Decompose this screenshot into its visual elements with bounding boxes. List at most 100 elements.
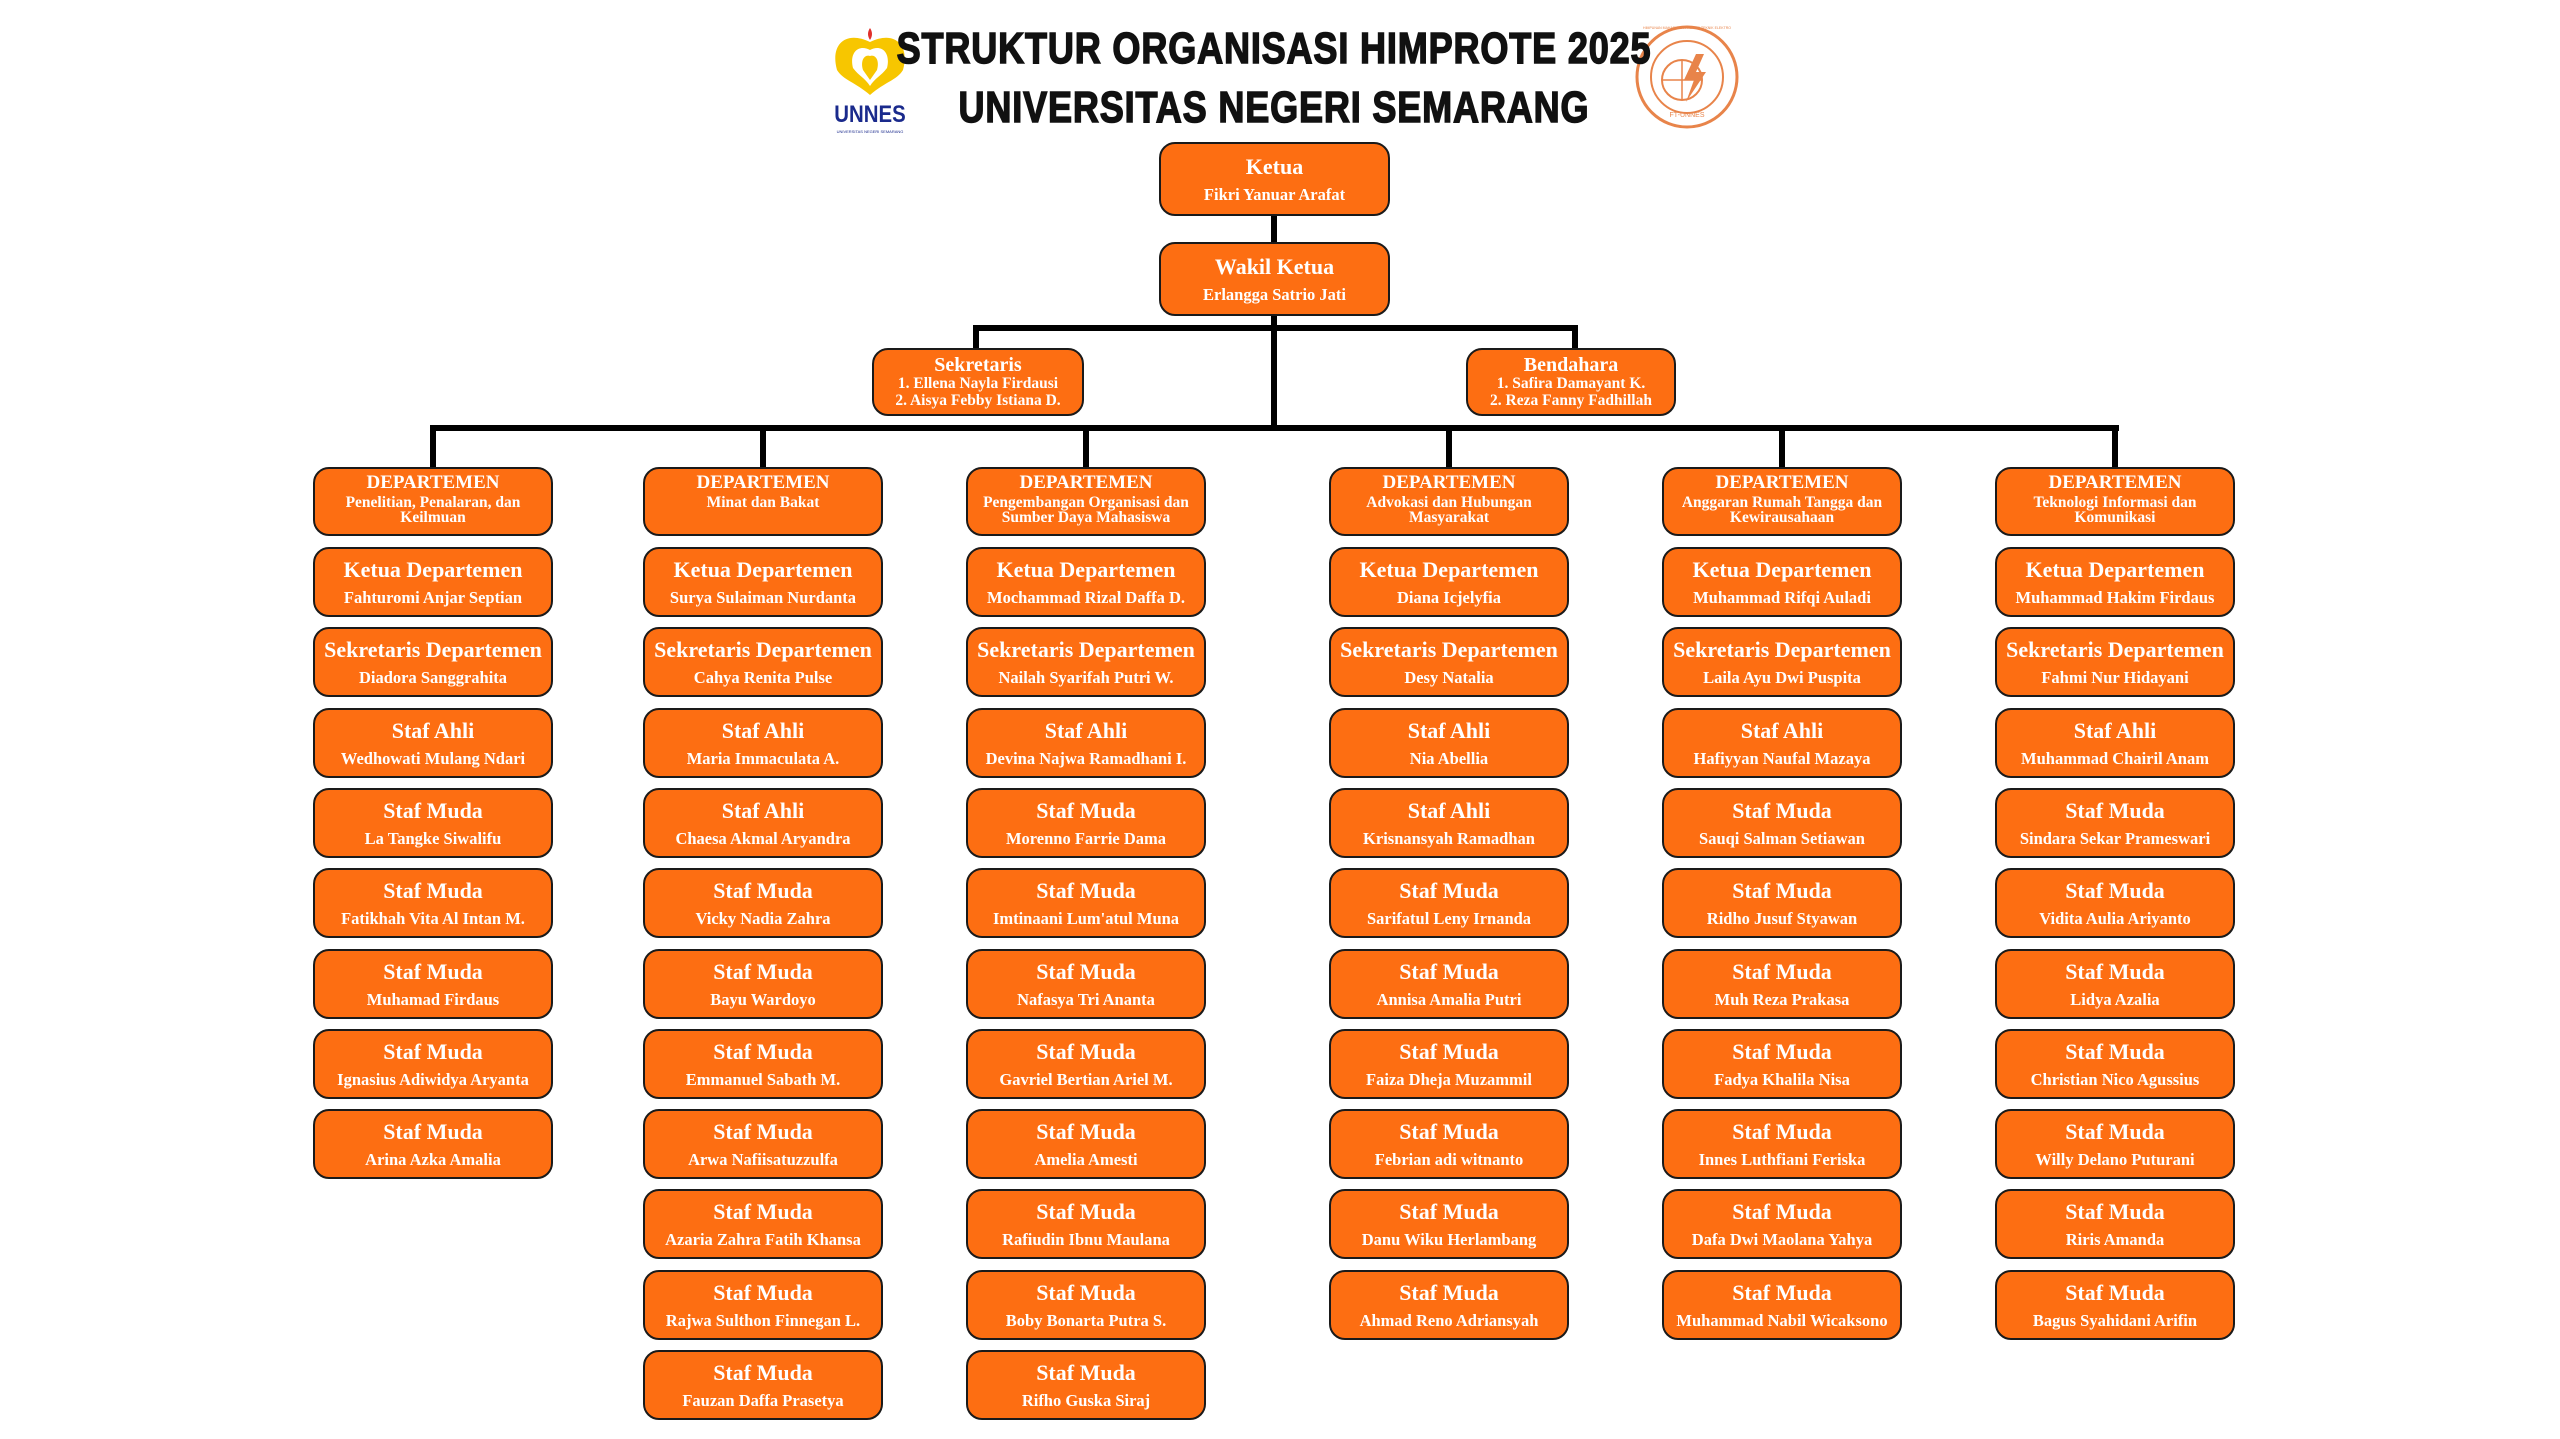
- member-name: Krisnansyah Ramadhan: [1363, 828, 1535, 848]
- connector-department: [1779, 428, 1785, 468]
- member-role: Ketua Departemen: [996, 556, 1176, 582]
- bendahara-member: 2. Reza Fanny Fadhillah: [1490, 391, 1652, 409]
- member-role: Staf Muda: [1036, 797, 1136, 823]
- connector-sekretaris: [973, 325, 979, 349]
- department-label: DEPARTEMEN: [696, 472, 830, 493]
- member-role: Staf Muda: [1399, 1198, 1499, 1224]
- connector-bendahara: [1572, 325, 1578, 349]
- ketua-role: Ketua: [1245, 153, 1304, 179]
- unnes-logo-text: UNNES: [834, 101, 906, 128]
- department-name: Anggaran Rumah Tangga dan Kewirausahaan: [1681, 493, 1883, 526]
- member-role: Staf Muda: [383, 958, 483, 984]
- member-name: Azaria Zahra Fatih Khansa: [665, 1229, 861, 1249]
- member-name: Fahturomi Anjar Septian: [343, 587, 523, 607]
- bendahara-role: Bendahara: [1523, 354, 1619, 377]
- member-name: Amelia Amesti: [1034, 1149, 1138, 1169]
- member-role: Staf Muda: [1036, 1279, 1136, 1305]
- unnes-logo-subtext: UNIVERSITAS NEGERI SEMARANG: [836, 129, 904, 134]
- member-role: Ketua Departemen: [1692, 556, 1872, 582]
- member-name: Rafiudin Ibnu Maulana: [1002, 1229, 1170, 1249]
- member-name: Annisa Amalia Putri: [1376, 989, 1522, 1009]
- member-role: Staf Ahli: [1740, 717, 1824, 743]
- wakil-ketua-box: Wakil Ketua Erlangga Satrio Jati: [1159, 242, 1390, 316]
- member-role: Staf Muda: [1036, 877, 1136, 903]
- member-name: Fauzan Daffa Prasetya: [682, 1390, 844, 1410]
- member-role: Staf Muda: [713, 877, 813, 903]
- member-role: Staf Muda: [383, 1038, 483, 1064]
- connector-department: [1446, 428, 1452, 468]
- unnes-logo: UNNES UNIVERSITAS NEGERI SEMARANG: [825, 20, 915, 135]
- member-name: Morenno Farrie Dama: [1005, 828, 1167, 848]
- member-role: Sekretaris Departemen: [977, 636, 1195, 662]
- wakil-ketua-name: Erlangga Satrio Jati: [1203, 284, 1346, 304]
- member-role: Staf Muda: [383, 1118, 483, 1144]
- member-name: Diadora Sanggrahita: [358, 667, 508, 687]
- connector-department: [1083, 428, 1089, 468]
- member-role: Staf Muda: [1036, 1359, 1136, 1385]
- page-title: STRUKTUR ORGANISASI HIMPROTE 2025: [896, 23, 1652, 74]
- department-label: DEPARTEMEN: [366, 472, 500, 493]
- connector-wakil-trunk: [1271, 315, 1277, 431]
- department-label: DEPARTEMEN: [2048, 472, 2182, 493]
- connector-sekbend-bar: [973, 325, 1578, 331]
- member-name: Fadya Khalila Nisa: [1714, 1069, 1850, 1089]
- member-name: Chaesa Akmal Aryandra: [675, 828, 851, 848]
- member-name: Bagus Syahidani Arifin: [2032, 1310, 2198, 1330]
- member-name: Muhammad Rifqi Auladi: [1693, 587, 1871, 607]
- sekretaris-box: Sekretaris 1. Ellena Nayla Firdausi 2. A…: [872, 348, 1084, 416]
- member-role: Sekretaris Departemen: [324, 636, 542, 662]
- member-role: Staf Muda: [1399, 1118, 1499, 1144]
- member-role: Staf Ahli: [2073, 717, 2157, 743]
- himprote-ring-text: HIMPUNAN MAHASISWA PROFESI TEKNIK ELEKTR…: [1643, 26, 1731, 30]
- member-role: Staf Ahli: [1407, 717, 1491, 743]
- member-role: Staf Muda: [2065, 1198, 2165, 1224]
- member-name: Muhammad Chairil Anam: [2021, 748, 2209, 768]
- member-name: Febrian adi witnanto: [1374, 1149, 1524, 1169]
- member-role: Staf Muda: [2065, 1279, 2165, 1305]
- member-name: La Tangke Siwalifu: [364, 828, 502, 848]
- member-name: Surya Sulaiman Nurdanta: [669, 587, 857, 607]
- member-name: Fatikhah Vita Al Intan M.: [341, 908, 525, 928]
- member-role: Sekretaris Departemen: [1673, 636, 1891, 662]
- department-name: Pengembangan Organisasi dan Sumber Daya …: [983, 493, 1189, 526]
- member-name: Rifho Guska Siraj: [1021, 1390, 1151, 1410]
- member-name: Dafa Dwi Maolana Yahya: [1691, 1229, 1873, 1249]
- member-role: Sekretaris Departemen: [2006, 636, 2224, 662]
- member-name: Imtinaani Lum'atul Muna: [992, 908, 1180, 928]
- sekretaris-member: 1. Ellena Nayla Firdausi: [897, 375, 1059, 393]
- department-name: Advokasi dan Hubungan Masyarakat: [1366, 493, 1532, 526]
- member-name: Hafiyyan Naufal Mazaya: [1693, 748, 1871, 768]
- member-role: Staf Muda: [2065, 877, 2165, 903]
- member-role: Staf Muda: [713, 1359, 813, 1385]
- member-name: Mochammad Rizal Daffa D.: [987, 587, 1185, 607]
- member-role: Sekretaris Departemen: [654, 636, 872, 662]
- member-name: Boby Bonarta Putra S.: [1005, 1310, 1167, 1330]
